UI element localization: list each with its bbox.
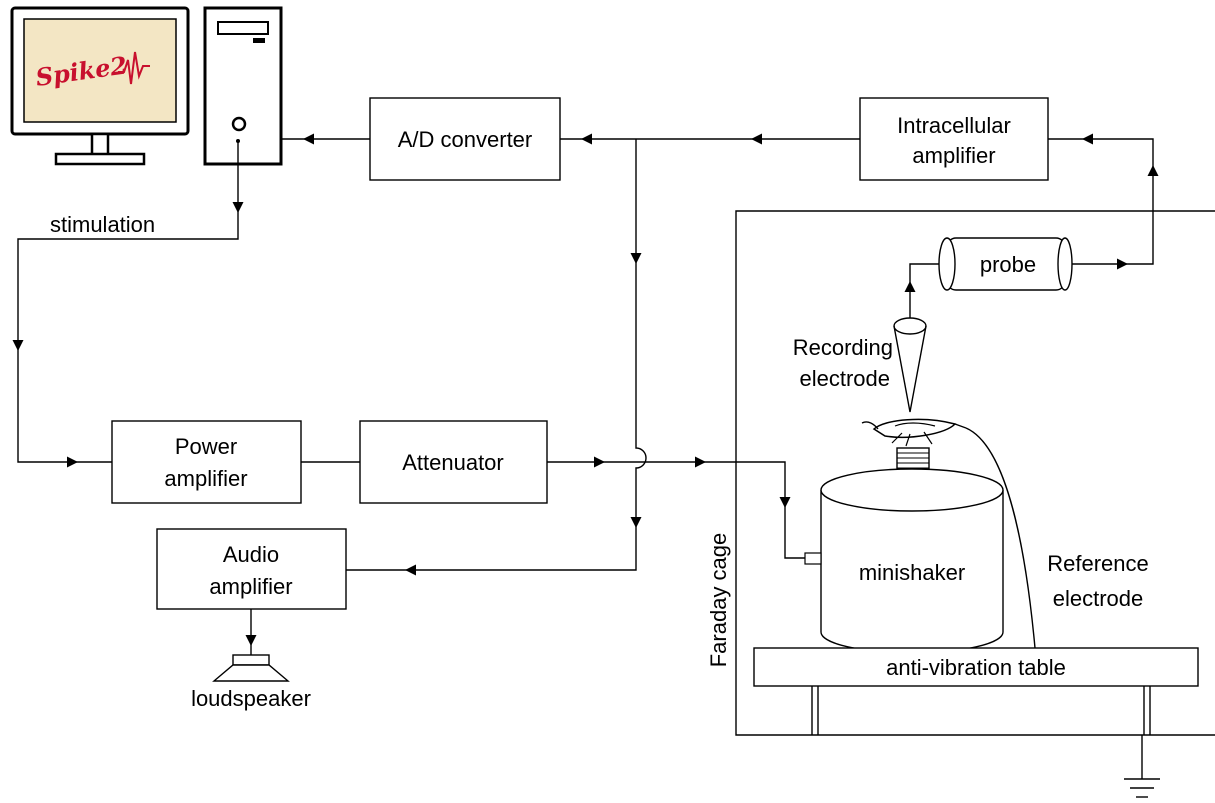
arrow-up-icon [1147,165,1159,176]
arrow-down-icon [245,635,257,646]
anti-vibration-table [753,647,1199,687]
power-label-1: Power [175,434,237,459]
audio-label-1: Audio [223,542,279,567]
drive-button [253,38,265,43]
arrow-left-icon [581,133,592,145]
table-label: anti-vibration table [886,655,1066,680]
spike2-waveform [118,51,150,85]
power-button [231,116,247,132]
faraday-cage-outline [735,210,1215,736]
wire-tap-to-audio [346,139,647,571]
intracellular-amplifier-box [859,97,1049,181]
loudspeaker-label: loudspeaker [191,686,311,711]
arrow-right-icon [695,456,706,468]
power-amplifier-box [111,420,302,504]
recording-label-2: electrode [799,366,890,391]
intracellular-label-2: amplifier [912,143,995,168]
reference-electrode-wire [965,427,1036,649]
wire-attenuator-to-shaker [547,461,810,559]
loudspeaker-icon [212,654,290,682]
table-legs [811,686,1151,735]
probe-label: probe [980,252,1036,277]
wire-probe-to-intracellular [1048,138,1154,265]
wire-electrode-to-probe [909,263,939,318]
arrow-left-icon [1082,133,1093,145]
arrow-left-icon [751,133,762,145]
arrow-down-icon [232,202,244,213]
arrow-right-icon [67,456,78,468]
drive-bay [217,21,269,35]
ground-icon [1124,735,1160,798]
recording-electrode-icon [893,317,927,413]
minishaker-label: minishaker [859,560,965,585]
monitor-icon: Spike2 [10,6,190,166]
arrow-down-icon [779,497,791,508]
reference-label-2: electrode [1053,586,1144,611]
minishaker-icon [804,468,1004,654]
probe-icon [938,237,1073,291]
arrow-down-icon [12,340,24,351]
arrow-down-icon [630,253,642,264]
arrow-left-icon [303,133,314,145]
intracellular-label-1: Intracellular [897,113,1011,138]
ad-converter-label: A/D converter [398,127,533,152]
insect-specimen-icon [861,418,967,447]
ad-converter-box [369,97,561,181]
audio-label-2: amplifier [209,574,292,599]
arrow-down-icon [630,517,642,528]
reference-label-1: Reference [1047,551,1149,576]
power-label-2: amplifier [164,466,247,491]
attenuator-label: Attenuator [402,450,504,475]
arrow-right-icon [594,456,605,468]
recording-label-1: Recording [793,335,893,360]
monitor-screen [23,18,177,123]
monitor-base [54,152,146,166]
faraday-cage-label: Faraday cage [706,533,731,668]
stimulation-label: stimulation [50,212,155,237]
computer-tower-icon [203,6,283,166]
monitor-stand [90,132,110,158]
arrow-up-icon [904,281,916,292]
shaker-connector [804,552,822,565]
arrow-left-icon [405,564,416,576]
wire-stimulation [17,141,239,463]
arrow-right-icon [1117,258,1128,270]
